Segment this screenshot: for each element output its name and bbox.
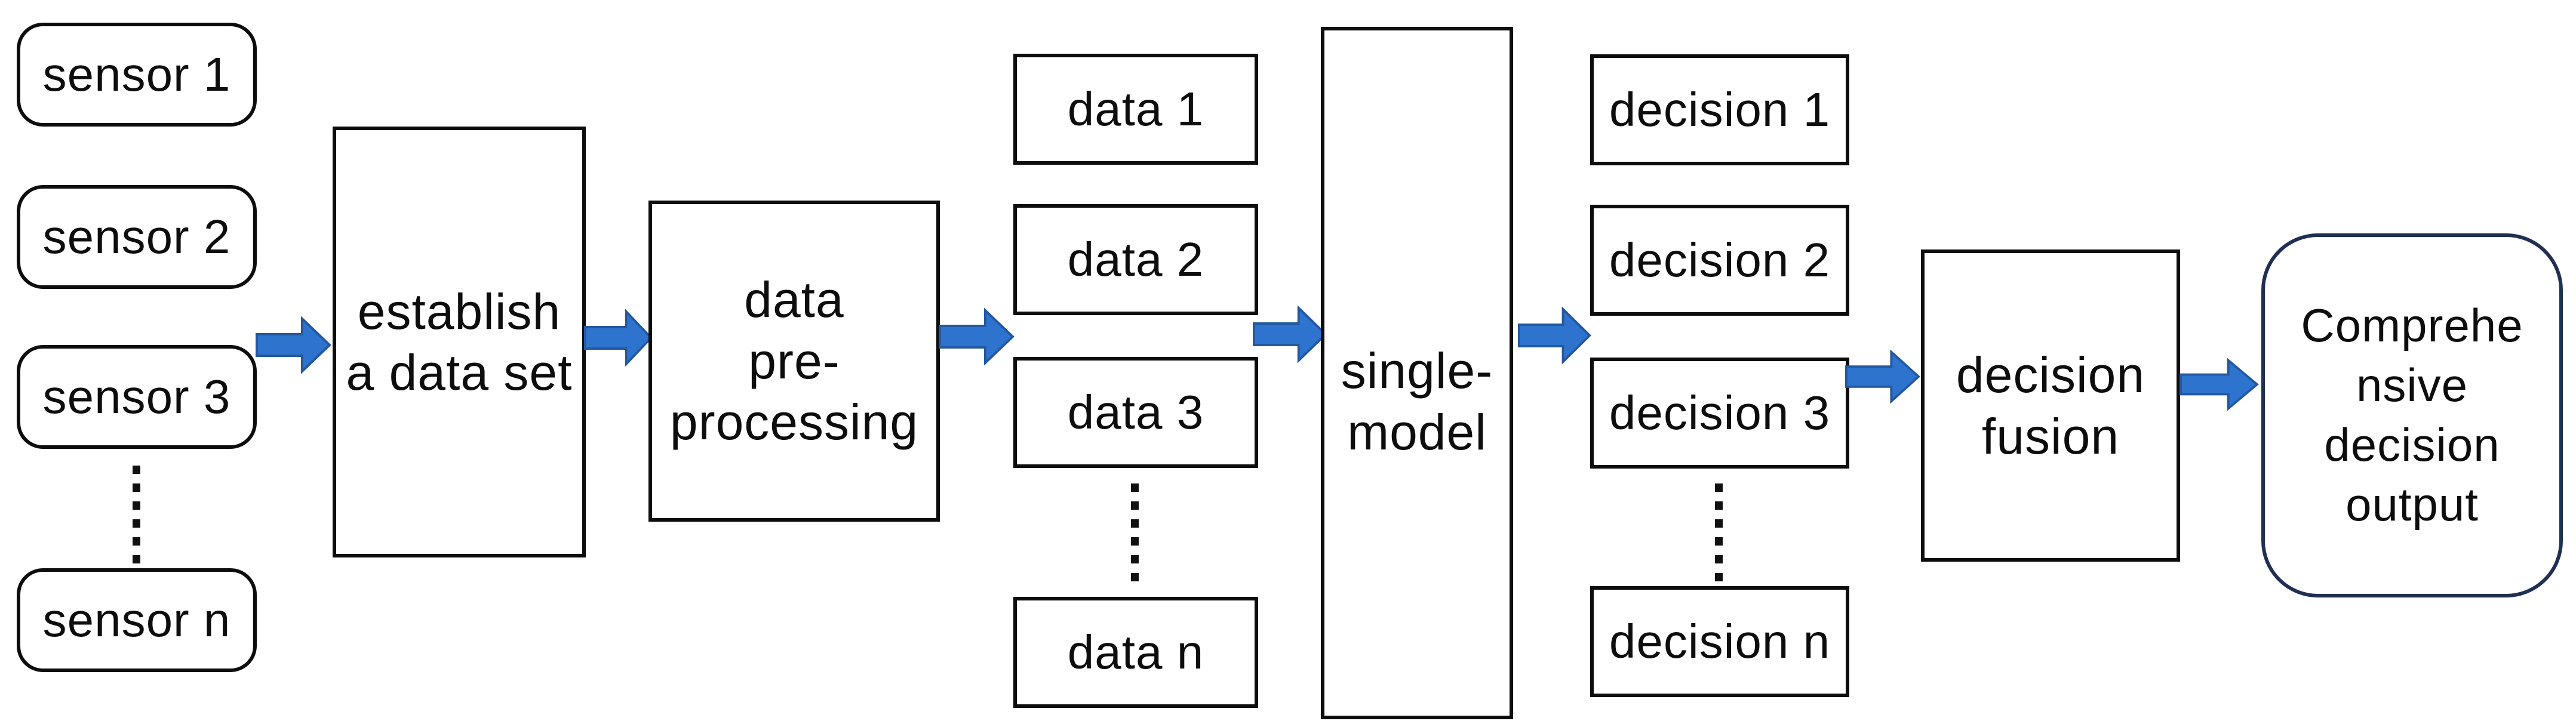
arrow-decisions-to-fusion-icon xyxy=(1845,350,1920,403)
node-decision-1: decision 1 xyxy=(1590,54,1849,165)
vertical-ellipsis-decisions xyxy=(1715,483,1723,581)
node-sensor-n: sensor n xyxy=(17,568,257,672)
node-sensor-2: sensor 2 xyxy=(17,185,257,289)
node-data-preprocessing: data pre- processing xyxy=(648,201,940,522)
node-data-2: data 2 xyxy=(1013,204,1258,315)
arrow-preprocessing-to-data-icon xyxy=(939,308,1015,365)
arrow-sensors-to-establish-icon xyxy=(256,316,331,374)
node-decision-3: decision 3 xyxy=(1590,358,1849,469)
arrow-establish-to-preprocessing-icon xyxy=(584,309,653,366)
node-single-model: single- model xyxy=(1321,27,1513,719)
node-decision-n: decision n xyxy=(1590,586,1849,697)
node-sensor-1: sensor 1 xyxy=(17,23,257,127)
arrow-model-to-decisions-icon xyxy=(1518,307,1591,364)
node-comprehensive-decision-output: Comprehe nsive decision output xyxy=(2261,233,2563,597)
node-establish-data-set: establish a data set xyxy=(333,127,586,557)
arrow-fusion-to-output-icon xyxy=(2180,358,2259,411)
node-data-3: data 3 xyxy=(1013,357,1258,468)
node-data-n: data n xyxy=(1013,597,1258,708)
vertical-ellipsis-data xyxy=(1131,483,1139,581)
node-sensor-3: sensor 3 xyxy=(17,345,257,449)
node-decision-2: decision 2 xyxy=(1590,205,1849,316)
node-data-1: data 1 xyxy=(1013,54,1258,165)
vertical-ellipsis-sensors xyxy=(133,466,140,563)
arrow-data-to-model-icon xyxy=(1253,306,1327,363)
node-decision-fusion: decision fusion xyxy=(1921,249,2180,562)
